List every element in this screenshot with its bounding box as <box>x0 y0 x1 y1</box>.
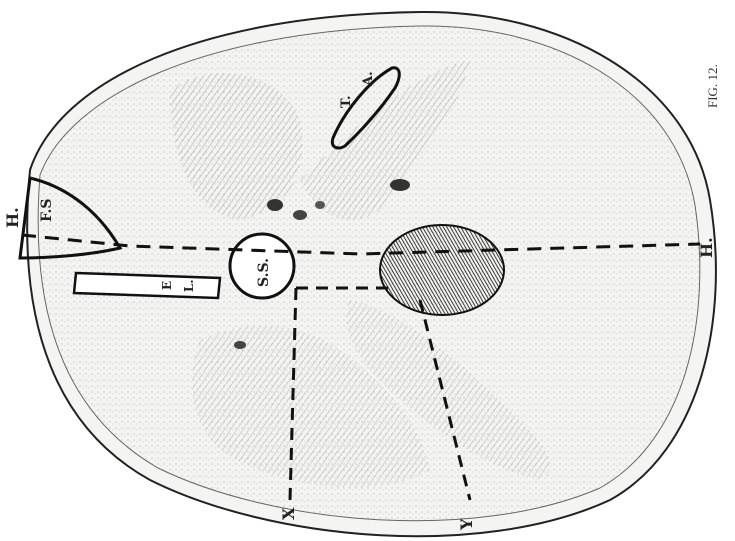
foramen-small-5 <box>390 179 410 191</box>
label-a: A. <box>361 71 376 87</box>
label-h-left: H. <box>3 207 22 228</box>
foramen-small-1 <box>267 199 283 211</box>
label-y: Y <box>457 518 476 531</box>
figure-caption: FIG. 12. <box>705 64 720 108</box>
label-h-right: H. <box>697 237 716 258</box>
foramen-dark-oval <box>380 225 504 315</box>
label-t: T. <box>339 95 354 108</box>
label-l: L. <box>182 279 196 292</box>
label-x: X <box>279 507 298 520</box>
label-e: E <box>160 281 174 290</box>
foramen-small-2 <box>293 210 307 220</box>
foramen-small-3 <box>315 201 325 209</box>
label-fs: F.S <box>39 198 55 222</box>
foramen-small-4 <box>234 341 246 349</box>
el-rectangle <box>74 273 220 298</box>
label-ss: S.S. <box>256 258 272 287</box>
